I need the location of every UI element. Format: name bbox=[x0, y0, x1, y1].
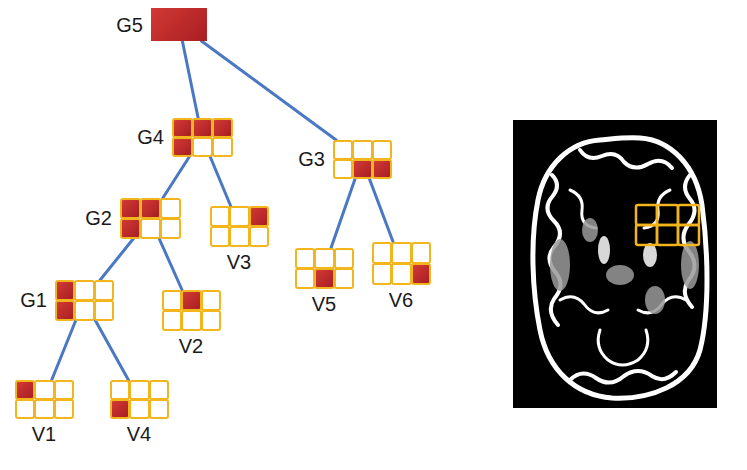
node-label: V1 bbox=[32, 424, 56, 444]
voxel-group-icon: V6 bbox=[372, 242, 430, 284]
voxel-group-icon: G3 bbox=[333, 140, 391, 178]
voxel-cell bbox=[229, 206, 249, 227]
voxel-cell bbox=[110, 380, 130, 400]
voxel-cell bbox=[210, 206, 230, 227]
voxel-cell-selected bbox=[192, 118, 213, 138]
tree-edge bbox=[52, 320, 76, 380]
voxel-cell bbox=[352, 140, 372, 160]
voxel-cell bbox=[15, 399, 35, 419]
voxel-cell-selected bbox=[140, 198, 161, 219]
voxel-cell-selected bbox=[372, 159, 392, 179]
voxel-cell bbox=[372, 242, 392, 264]
tree-edge bbox=[331, 178, 355, 248]
voxel-cell bbox=[34, 380, 54, 400]
voxel-cell bbox=[160, 218, 181, 239]
tree-edge bbox=[210, 156, 231, 206]
voxel-group-icon: G1 bbox=[55, 280, 113, 320]
voxel-cell-selected bbox=[55, 280, 75, 301]
voxel-cell bbox=[314, 248, 334, 269]
voxel-group-icon: G5 bbox=[151, 8, 207, 41]
voxel-cell bbox=[212, 137, 233, 157]
voxel-cell-selected bbox=[120, 218, 141, 239]
voxel-cell bbox=[295, 248, 315, 269]
voxel-cell bbox=[210, 226, 230, 247]
voxel-group-icon: V4 bbox=[110, 380, 168, 418]
voxel-group-icon: V1 bbox=[15, 380, 73, 418]
voxel-group-icon: V5 bbox=[295, 248, 353, 288]
voxel-cell bbox=[295, 268, 315, 289]
voxel-group-icon: G2 bbox=[120, 198, 180, 238]
voxel-cell-selected bbox=[352, 159, 372, 179]
voxel-cell bbox=[391, 263, 411, 285]
tree-edge bbox=[182, 41, 198, 118]
voxel-cell bbox=[140, 218, 161, 239]
voxel-group-icon: G4 bbox=[172, 118, 232, 156]
voxel-group-icon: V2 bbox=[162, 290, 220, 330]
voxel-cell bbox=[181, 310, 201, 331]
voxel-cell bbox=[54, 380, 74, 400]
node-label: V6 bbox=[389, 290, 413, 310]
tree-edge bbox=[369, 178, 393, 242]
tree-edge bbox=[95, 320, 128, 380]
voxel-cell bbox=[334, 248, 354, 269]
node-label: G3 bbox=[298, 149, 325, 169]
voxel-cell bbox=[149, 380, 169, 400]
voxel-cell bbox=[149, 399, 169, 419]
voxel-cell bbox=[192, 137, 213, 157]
voxel-cell bbox=[334, 268, 354, 289]
voxel-cell bbox=[94, 280, 114, 301]
voxel-cell bbox=[333, 159, 353, 179]
voxel-cell bbox=[201, 310, 221, 331]
voxel-cell bbox=[249, 226, 269, 247]
voxel-cell-selected bbox=[181, 290, 201, 311]
voxel-cell bbox=[160, 198, 181, 219]
node-label: G4 bbox=[137, 127, 164, 147]
voxel-cell bbox=[34, 399, 54, 419]
node-label: V4 bbox=[127, 424, 151, 444]
tree-edge bbox=[100, 238, 134, 280]
voxel-cell bbox=[74, 280, 94, 301]
voxel-cell bbox=[372, 263, 392, 285]
voxel-cell-selected bbox=[120, 198, 141, 219]
voxel-cell bbox=[391, 242, 411, 264]
tree-edge bbox=[163, 156, 190, 198]
node-label: G5 bbox=[116, 15, 143, 35]
voxel-cell bbox=[54, 399, 74, 419]
voxel-cell bbox=[129, 399, 149, 419]
tree-edge bbox=[159, 238, 182, 290]
voxel-cell-selected bbox=[110, 399, 130, 419]
voxel-cell bbox=[162, 310, 182, 331]
node-label: V5 bbox=[312, 294, 336, 314]
voxel-cell-selected bbox=[411, 263, 431, 285]
node-label: V3 bbox=[227, 252, 251, 272]
tree-edge bbox=[201, 41, 336, 140]
voxel-cell bbox=[229, 226, 249, 247]
voxel-cell-selected bbox=[172, 118, 193, 138]
voxel-cell-selected bbox=[15, 380, 35, 400]
voxel-cell-selected bbox=[55, 300, 75, 321]
node-label: G2 bbox=[85, 208, 112, 228]
node-label: G1 bbox=[20, 290, 47, 310]
voxel-cell-selected bbox=[172, 137, 193, 157]
voxel-cell bbox=[372, 140, 392, 160]
voxel-cell bbox=[162, 290, 182, 311]
voxel-cell-selected bbox=[314, 268, 334, 289]
voxel-cell bbox=[74, 300, 94, 321]
voxel-cell bbox=[129, 380, 149, 400]
voxel-group-icon: V3 bbox=[210, 206, 268, 246]
voxel-cell bbox=[333, 140, 353, 160]
voxel-cell bbox=[94, 300, 114, 321]
voxel-cell-selected bbox=[249, 206, 269, 227]
node-label: V2 bbox=[179, 336, 203, 356]
voxel-cell bbox=[411, 242, 431, 264]
voxel-cell-selected bbox=[212, 118, 233, 138]
voxel-cell bbox=[201, 290, 221, 311]
